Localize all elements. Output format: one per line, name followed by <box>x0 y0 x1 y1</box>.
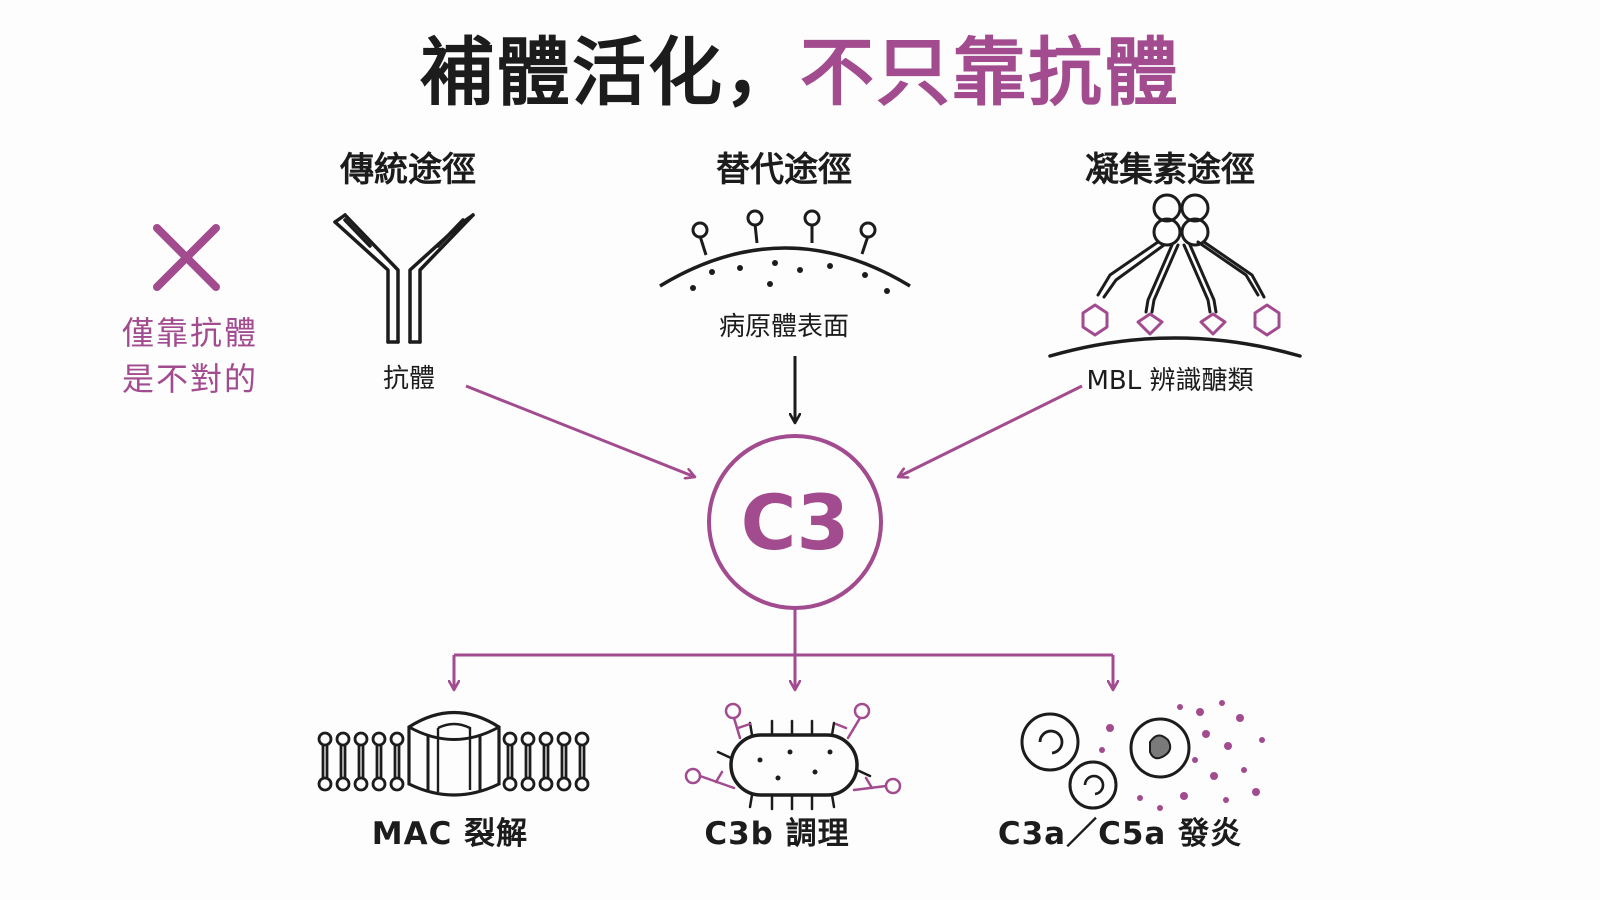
note-line-2: 是不對的 <box>121 360 258 398</box>
mbl-lectin-icon <box>1048 193 1302 358</box>
caption-pathogen-surface: 病原體表面 <box>718 312 849 342</box>
outcome-label-mac: MAC 裂解 <box>371 816 529 852</box>
antibody-only-note: 僅靠抗體 是不對的 <box>100 310 280 402</box>
opsonized-bacterium-icon <box>684 702 902 811</box>
c3-node: C3 <box>707 434 883 610</box>
caption-mbl: MBL 辨識醣類 <box>1086 366 1254 396</box>
mac-pore-icon <box>317 711 590 797</box>
inflammation-cells-icon <box>1020 700 1265 811</box>
outcome-label-c3b: C3b 調理 <box>704 816 850 852</box>
cross-mark-icon <box>153 224 220 291</box>
pathway-arrows <box>465 384 1083 477</box>
title-main: 補體活化， <box>420 30 800 116</box>
title-accent: 不只靠抗體 <box>800 30 1180 116</box>
pathogen-surface-icon <box>659 209 911 294</box>
outcome-label-c3a-c5a: C3a／C5a 發炎 <box>997 816 1243 852</box>
note-line-1: 僅靠抗體 <box>121 314 258 352</box>
outcome-connector <box>454 608 1113 690</box>
page-title: 補體活化，不只靠抗體 <box>0 18 1600 128</box>
caption-antibody: 抗體 <box>382 364 435 394</box>
antibody-icon <box>333 213 475 344</box>
c3-label: C3 <box>741 478 850 567</box>
pathway-title-classical: 傳統途徑 <box>340 150 476 190</box>
pathway-title-lectin: 凝集素途徑 <box>1085 150 1255 190</box>
pathway-title-alternative: 替代途徑 <box>716 150 852 190</box>
